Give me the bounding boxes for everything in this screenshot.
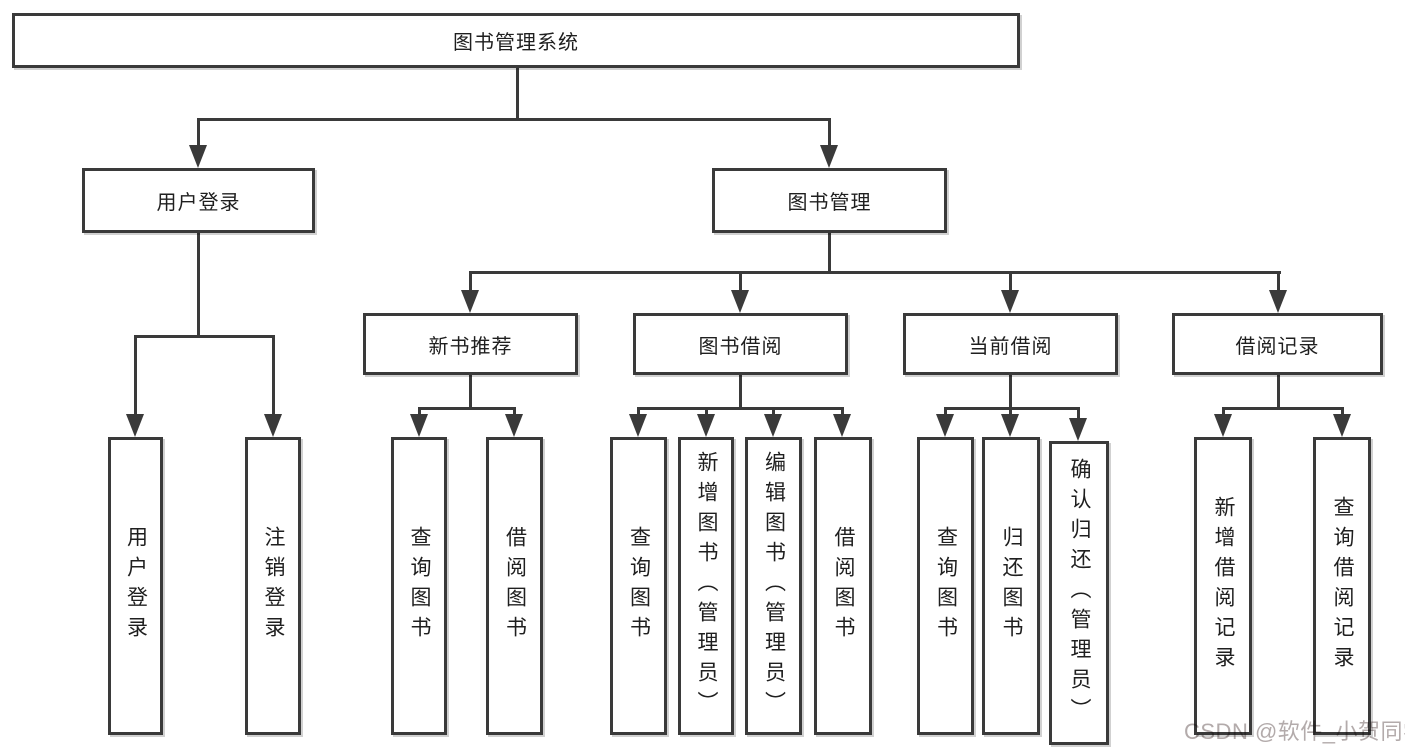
node-book-borrowing: 图书借阅 bbox=[633, 313, 848, 375]
node-new-book-recommendation: 新书推荐 bbox=[363, 313, 578, 375]
connector-line bbox=[771, 408, 775, 418]
arrow-down-icon bbox=[820, 145, 838, 168]
leaf-edit-books-admin: 编辑图书（管理员） bbox=[745, 437, 802, 735]
arrow-down-icon bbox=[461, 290, 479, 313]
connector-line bbox=[738, 375, 742, 409]
arrow-down-icon bbox=[410, 414, 428, 437]
leaf-borrow-books: 借阅图书 bbox=[814, 437, 872, 735]
leaf-add-borrow-record: 新增借阅记录 bbox=[1194, 437, 1252, 735]
connector-line bbox=[196, 119, 200, 149]
csdn-watermark: CSDN @软件_小贺同学 bbox=[1184, 719, 1405, 744]
arrow-down-icon bbox=[629, 414, 647, 437]
leaf-confirm-return-admin: 确认归还（管理员） bbox=[1049, 441, 1109, 745]
arrow-down-icon bbox=[505, 414, 523, 437]
arrow-down-icon bbox=[264, 414, 282, 437]
leaf-user-login: 用户登录 bbox=[108, 437, 163, 735]
connector-line bbox=[196, 233, 200, 337]
arrow-down-icon bbox=[936, 414, 954, 437]
arrow-down-icon bbox=[1333, 414, 1351, 437]
node-current-borrowing: 当前借阅 bbox=[903, 313, 1118, 375]
connector-line bbox=[133, 336, 137, 416]
leaf-query-books: 查询图书 bbox=[610, 437, 667, 735]
connector-line bbox=[827, 119, 831, 149]
arrow-down-icon bbox=[833, 414, 851, 437]
arrow-down-icon bbox=[697, 414, 715, 437]
arrow-down-icon bbox=[1069, 418, 1087, 441]
arrow-down-icon bbox=[1214, 414, 1232, 437]
connector-line bbox=[943, 406, 1080, 410]
leaf-logout: 注销登录 bbox=[245, 437, 301, 735]
connector-line bbox=[1276, 272, 1280, 292]
connector-line bbox=[1008, 408, 1012, 418]
leaf-query-borrow-record: 查询借阅记录 bbox=[1313, 437, 1371, 735]
connector-line bbox=[827, 233, 831, 273]
connector-line bbox=[271, 336, 275, 416]
leaf-query-books: 查询图书 bbox=[391, 437, 447, 735]
arrow-down-icon bbox=[189, 145, 207, 168]
leaf-borrow-books: 借阅图书 bbox=[486, 437, 543, 735]
arrow-down-icon bbox=[1269, 290, 1287, 313]
connector-line bbox=[468, 270, 1281, 274]
connector-line bbox=[417, 406, 516, 410]
connector-line bbox=[1276, 375, 1280, 409]
arrow-down-icon bbox=[1001, 290, 1019, 313]
connector-line bbox=[515, 68, 519, 120]
connector-line bbox=[738, 272, 742, 292]
connector-line bbox=[417, 408, 421, 418]
connector-line bbox=[133, 334, 275, 338]
node-library-management-system: 图书管理系统 bbox=[12, 13, 1020, 68]
connector-line bbox=[943, 408, 947, 418]
leaf-add-books-admin: 新增图书（管理员） bbox=[678, 437, 734, 735]
connector-line bbox=[840, 408, 844, 418]
node-book-management: 图书管理 bbox=[712, 168, 947, 233]
connector-line bbox=[196, 117, 831, 121]
arrow-down-icon bbox=[731, 290, 749, 313]
node-user-login: 用户登录 bbox=[82, 168, 315, 233]
arrow-down-icon bbox=[126, 414, 144, 437]
leaf-query-books: 查询图书 bbox=[917, 437, 974, 735]
leaf-return-books: 归还图书 bbox=[982, 437, 1040, 735]
connector-line bbox=[1008, 375, 1012, 409]
connector-line bbox=[1008, 272, 1012, 292]
connector-line bbox=[468, 375, 472, 409]
connector-line bbox=[636, 408, 640, 418]
node-borrowing-records: 借阅记录 bbox=[1172, 313, 1383, 375]
arrow-down-icon bbox=[1001, 414, 1019, 437]
connector-line bbox=[1340, 408, 1344, 418]
connector-line bbox=[1221, 408, 1225, 418]
connector-line bbox=[636, 406, 844, 410]
connector-line bbox=[704, 408, 708, 418]
connector-line bbox=[1076, 408, 1080, 422]
arrow-down-icon bbox=[764, 414, 782, 437]
connector-line bbox=[1221, 406, 1344, 410]
connector-line bbox=[512, 408, 516, 418]
connector-line bbox=[468, 272, 472, 292]
